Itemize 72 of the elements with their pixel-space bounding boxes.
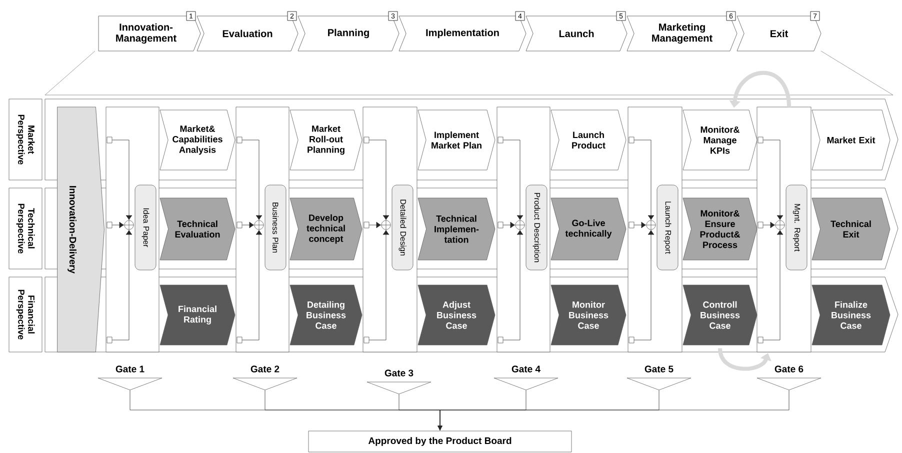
port-symbol bbox=[758, 136, 764, 144]
junction-symbol bbox=[124, 220, 134, 230]
arrow bbox=[112, 140, 132, 220]
junction-symbol bbox=[515, 220, 525, 230]
arrow bbox=[242, 222, 254, 228]
gate-label: Gate 5 bbox=[644, 366, 674, 372]
arrow bbox=[369, 230, 390, 340]
task-step: Launch Product bbox=[550, 110, 626, 170]
junction-symbol bbox=[646, 220, 656, 230]
arrow bbox=[503, 140, 524, 220]
gate-label: Gate 6 bbox=[774, 366, 804, 372]
port-symbol bbox=[106, 222, 112, 228]
port-symbol bbox=[236, 136, 242, 144]
port-symbol bbox=[628, 136, 634, 144]
approval-box: Approved by the Product Board bbox=[308, 430, 572, 452]
task-step: Technical Evaluation bbox=[160, 198, 236, 260]
port-symbol bbox=[498, 136, 504, 144]
arrow bbox=[369, 222, 382, 228]
arrow bbox=[763, 230, 784, 340]
arrow bbox=[634, 222, 646, 228]
port-symbol bbox=[364, 222, 370, 228]
task-step: Financial Rating bbox=[160, 284, 236, 346]
task-step: Market& Capabilities Analysis bbox=[160, 110, 236, 170]
task-step: Detailing Business Case bbox=[290, 284, 362, 346]
task-step: Monitor Business Case bbox=[550, 284, 626, 346]
task-step: Implement Market Plan bbox=[418, 110, 496, 170]
task-step: Controll Business Case bbox=[682, 284, 758, 346]
port-symbol bbox=[364, 136, 370, 144]
port-symbol bbox=[498, 222, 504, 228]
port-symbol bbox=[758, 336, 764, 344]
task-step: Go-Live technically bbox=[550, 198, 626, 260]
port-symbol bbox=[236, 222, 242, 228]
port-symbol bbox=[106, 136, 112, 144]
junction-symbol bbox=[381, 220, 391, 230]
port-symbol bbox=[364, 336, 370, 344]
arrow bbox=[503, 230, 524, 340]
arrow bbox=[438, 390, 790, 430]
task-step: Technical Implemen-tation bbox=[418, 198, 496, 260]
gate-label: Gate 2 bbox=[250, 366, 280, 372]
perspective-label: Financial Perspective bbox=[8, 276, 42, 352]
arrow bbox=[242, 230, 262, 340]
port-symbol bbox=[106, 336, 112, 344]
junction-symbol bbox=[254, 220, 264, 230]
task-step: Market Roll-out Planning bbox=[290, 110, 362, 170]
arrow bbox=[763, 222, 776, 228]
arrow bbox=[112, 230, 132, 340]
task-step: Market Exit bbox=[812, 110, 890, 170]
arrow bbox=[369, 140, 390, 220]
junction-symbol bbox=[775, 220, 785, 230]
port-symbol bbox=[628, 336, 634, 344]
perspective-label: Technical Perspective bbox=[8, 188, 42, 270]
port-symbol bbox=[498, 336, 504, 344]
gate-label: Gate 3 bbox=[384, 370, 414, 376]
arrow bbox=[503, 222, 516, 228]
task-step: Monitor& Ensure Product& Process bbox=[682, 198, 758, 260]
task-step: Technical Exit bbox=[812, 198, 890, 260]
arrow bbox=[242, 140, 262, 220]
task-step: Monitor& Manage KPIs bbox=[682, 110, 758, 170]
delivery-chevron: Innovation-Delivery bbox=[57, 106, 104, 352]
gate-label: Gate 4 bbox=[512, 366, 540, 372]
arrow bbox=[634, 140, 654, 220]
arrow bbox=[112, 222, 124, 228]
arrow bbox=[634, 230, 654, 340]
gate-label: Gate 1 bbox=[116, 366, 144, 372]
port-symbol bbox=[236, 336, 242, 344]
task-step: Adjust Business Case bbox=[418, 284, 496, 346]
perspective-label: Market Perspective bbox=[8, 98, 42, 180]
port-symbol bbox=[758, 222, 764, 228]
arrow bbox=[763, 140, 784, 220]
port-symbol bbox=[628, 222, 634, 228]
task-step: Develop technical concept bbox=[290, 198, 362, 260]
task-step: Finalize Business Case bbox=[812, 284, 890, 346]
